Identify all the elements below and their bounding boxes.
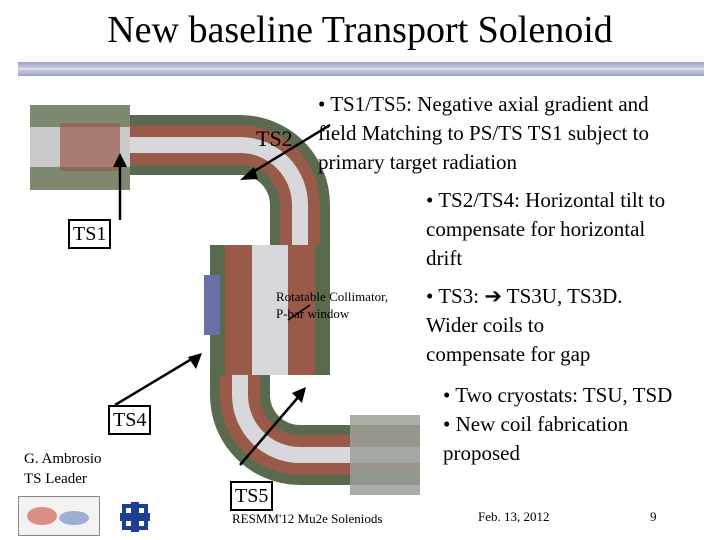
author-name: G. Ambrosio [24,451,102,467]
bullet-ts2-ts4: • TS2/TS4: Horizontal tilt to compensate… [426,188,666,270]
ts5-cryostat [350,415,420,495]
collimator-leader [287,304,311,321]
ts4-arrowhead [188,353,202,369]
title-rule [18,62,704,76]
bullet-cryostats: • Two cryostats: TSU, TSD • New coil fab… [443,383,673,465]
bullet-ts1-ts5: • TS1/TS5: Negative axial gradient and f… [318,92,649,174]
bullet-ts3: • TS3: ➔ TS3U, TS3D. Wider coils to comp… [426,284,623,366]
page-number: 9 [650,509,657,524]
ts-upper-beam [130,137,308,245]
fermilab-logo [120,502,150,532]
mu2e-logo [18,496,100,536]
solenoid-figure [30,105,420,495]
author-role: TS Leader [24,471,87,487]
label-ts2: TS2 [256,126,293,151]
collimator-flange [204,275,220,335]
ts4-arrow [114,355,196,407]
label-ts4: TS4 [108,405,152,435]
collimator-label-line1: Rotatable Collimator, [276,289,389,304]
ts2-arrowhead [240,167,258,180]
ts2-arrow [247,123,331,177]
label-ts5: TS5 [230,481,274,511]
ts1-coils [60,123,120,171]
ts3-beam [252,245,288,375]
ts5-arrowhead [292,387,306,403]
footer-event: RESMM'12 Mu2e Soleniods [232,511,383,526]
footer-date: Feb. 13, 2012 [478,509,550,524]
slide-title: New baseline Transport Solenoid [107,9,613,51]
collimator-label-line2: P-bar window [276,306,350,321]
ts5-arrow [239,394,301,466]
label-ts1: TS1 [68,219,112,249]
ts1-arrowhead [113,153,127,167]
